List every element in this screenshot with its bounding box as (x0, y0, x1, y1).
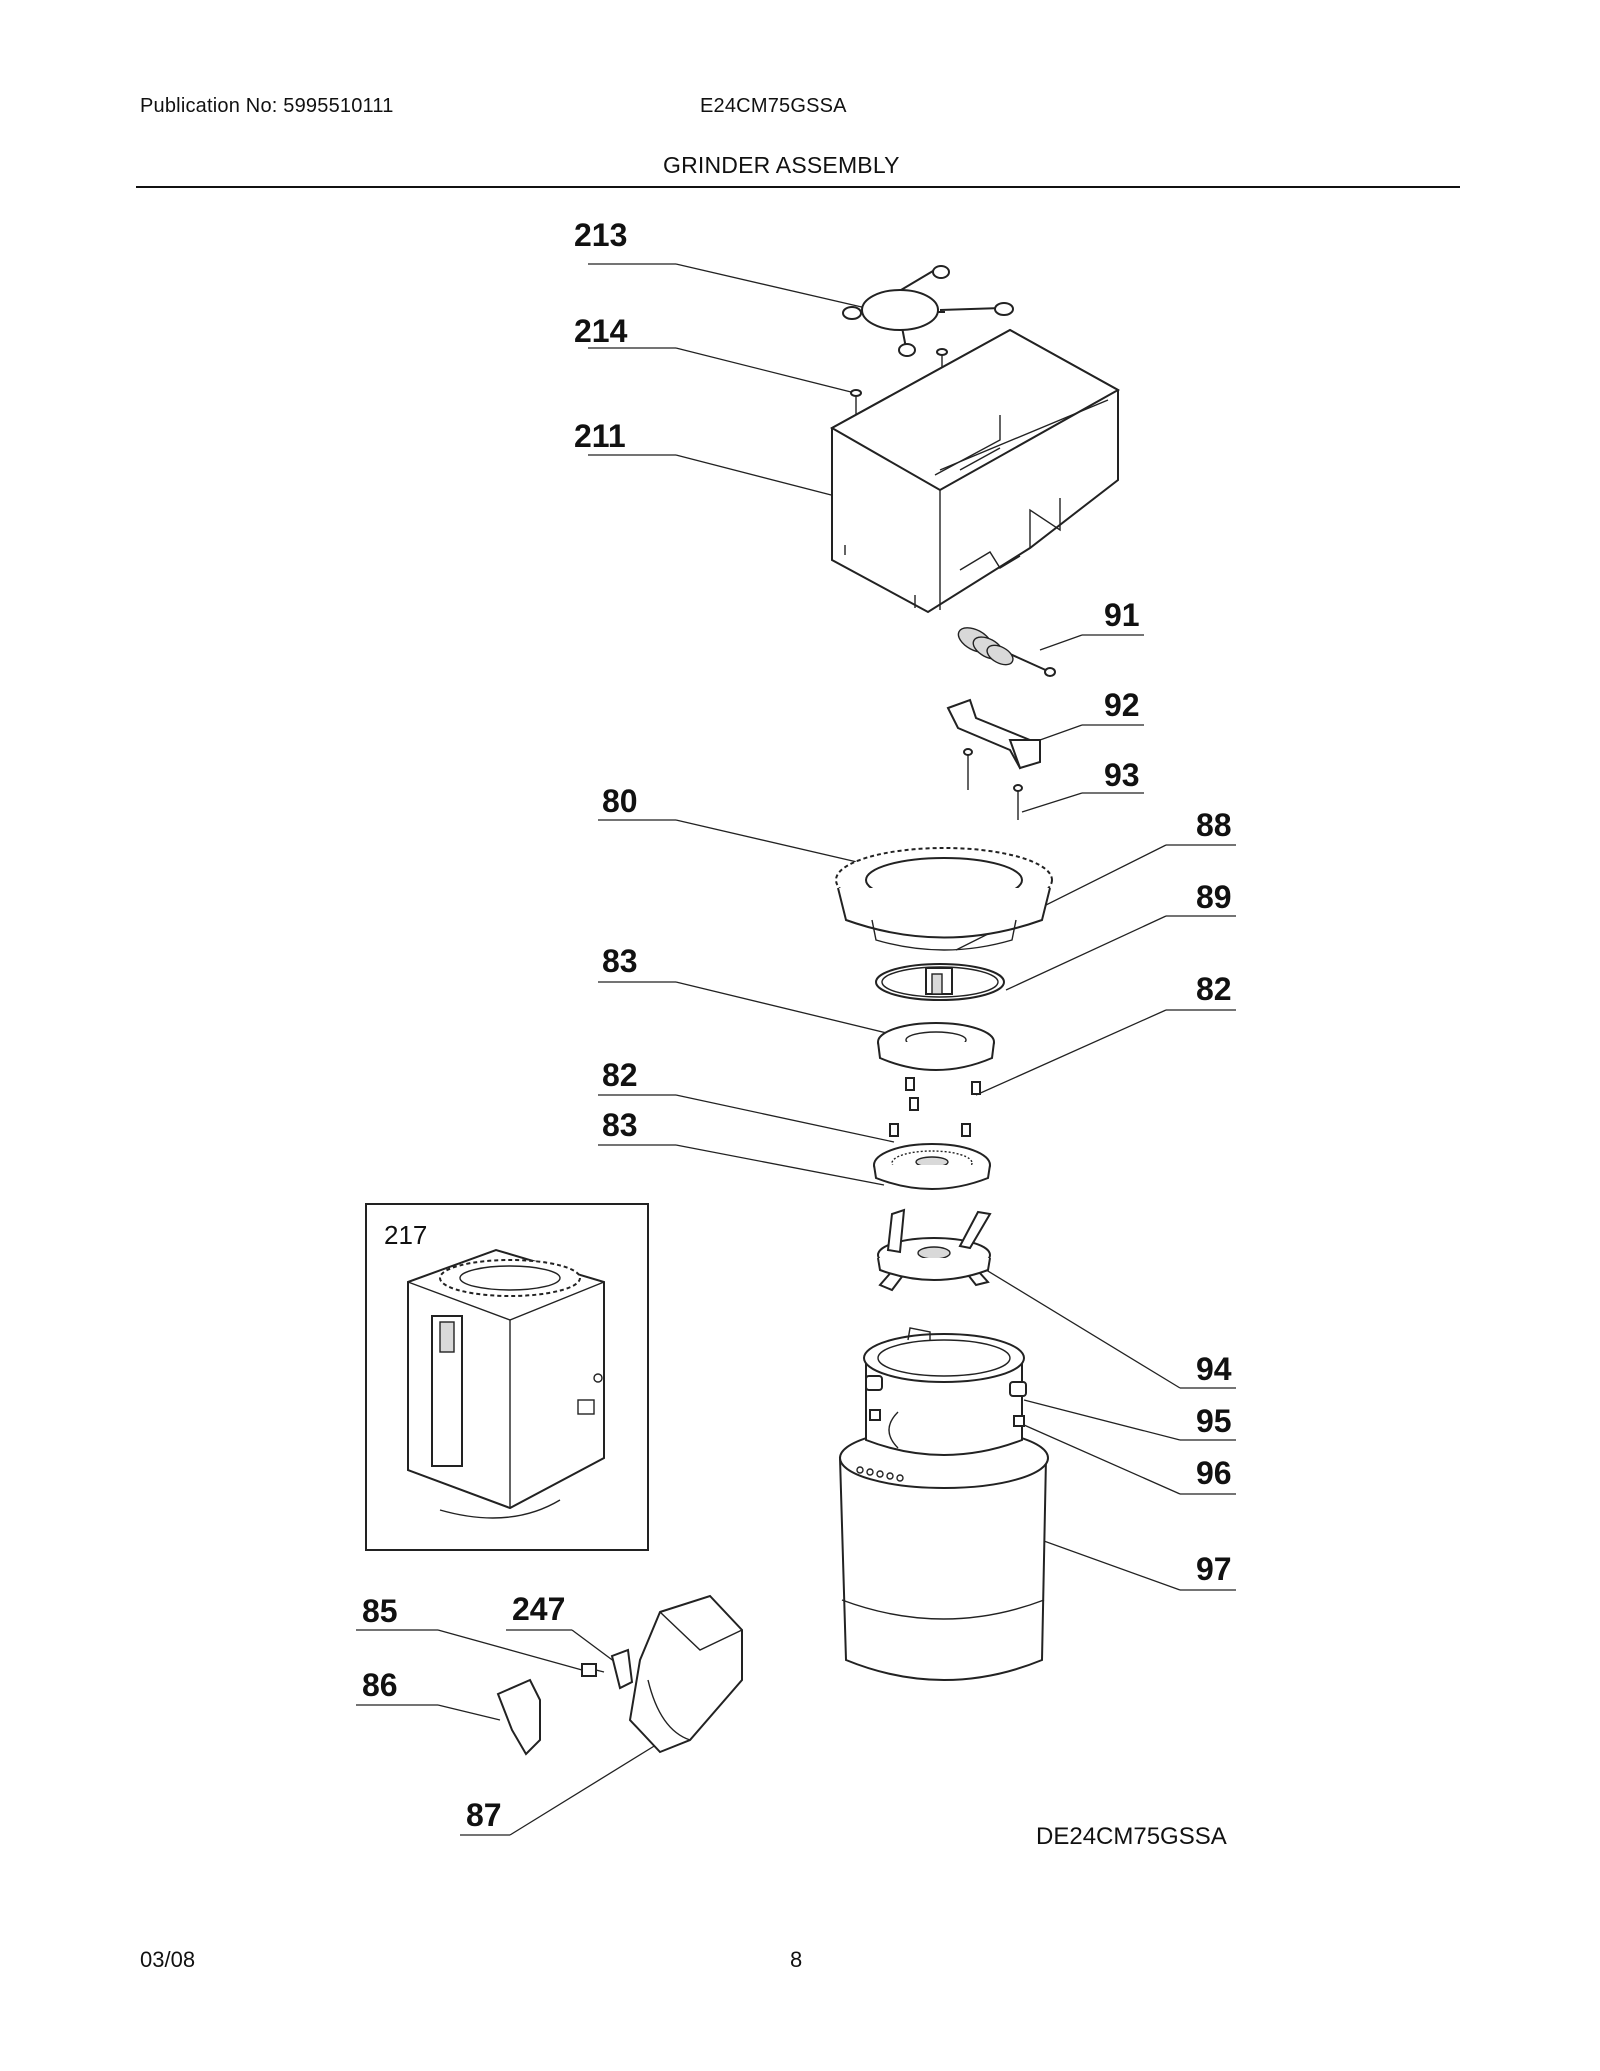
part-82-screws (889, 1077, 981, 1137)
part-88-coupler (925, 967, 953, 995)
inset-217-grinder-unit (365, 1203, 649, 1551)
footer-page-number: 8 (790, 1947, 803, 1972)
callout-214: 214 (574, 313, 628, 349)
inset-label-217: 217 (384, 1220, 427, 1250)
publication-number: Publication No: 5995510111 (140, 95, 394, 117)
callout-87: 87 (466, 1797, 502, 1833)
part-213-spider-bracket (842, 265, 1014, 357)
callout-83-lower: 83 (602, 1107, 638, 1143)
callout-83-upper: 83 (602, 943, 638, 979)
callout-86: 86 (362, 1667, 398, 1703)
leader-lines (356, 263, 1236, 1836)
part-97-motor (838, 1327, 1049, 1681)
part-247-clip (610, 1648, 634, 1690)
diagram-code: DE24CM75GSSA (1036, 1823, 1227, 1850)
callout-labels: 213 214 211 91 92 93 80 88 89 83 82 82 8… (362, 217, 1232, 1850)
part-86-cover (496, 1678, 541, 1756)
callout-97: 97 (1196, 1551, 1232, 1587)
callout-91: 91 (1104, 597, 1140, 633)
part-80-ring-gear (835, 847, 1053, 951)
section-title: GRINDER ASSEMBLY (663, 152, 900, 178)
callout-96: 96 (1196, 1455, 1232, 1491)
callout-85: 85 (362, 1593, 398, 1629)
callout-93: 93 (1104, 757, 1140, 793)
callout-213: 213 (574, 217, 627, 253)
part-95-grommets (865, 1375, 1027, 1397)
header-divider (136, 186, 1460, 188)
callout-211: 211 (574, 418, 626, 454)
model-number: E24CM75GSSA (700, 95, 847, 117)
callout-89: 89 (1196, 879, 1232, 915)
callout-82-left: 82 (602, 1057, 638, 1093)
part-87-chute (628, 1594, 743, 1754)
callout-82-right: 82 (1196, 971, 1232, 1007)
callout-92: 92 (1104, 687, 1140, 723)
part-91-auger (957, 627, 1056, 677)
part-96-spacers (869, 1409, 1025, 1427)
part-93-screws (963, 748, 1023, 820)
part-211-hopper (829, 328, 1121, 614)
callout-95: 95 (1196, 1403, 1232, 1439)
part-92-bracket (946, 698, 1041, 770)
footer-date: 03/08 (140, 1947, 196, 1972)
callout-80: 80 (602, 783, 638, 819)
callout-88: 88 (1196, 807, 1232, 843)
callout-94: 94 (1196, 1351, 1232, 1387)
callout-247: 247 (512, 1591, 565, 1627)
part-85-screw (581, 1663, 605, 1677)
part-94-impeller (877, 1208, 992, 1292)
part-83-upper-burr-disc (877, 1022, 995, 1071)
part-83-lower-burr (873, 1143, 991, 1190)
